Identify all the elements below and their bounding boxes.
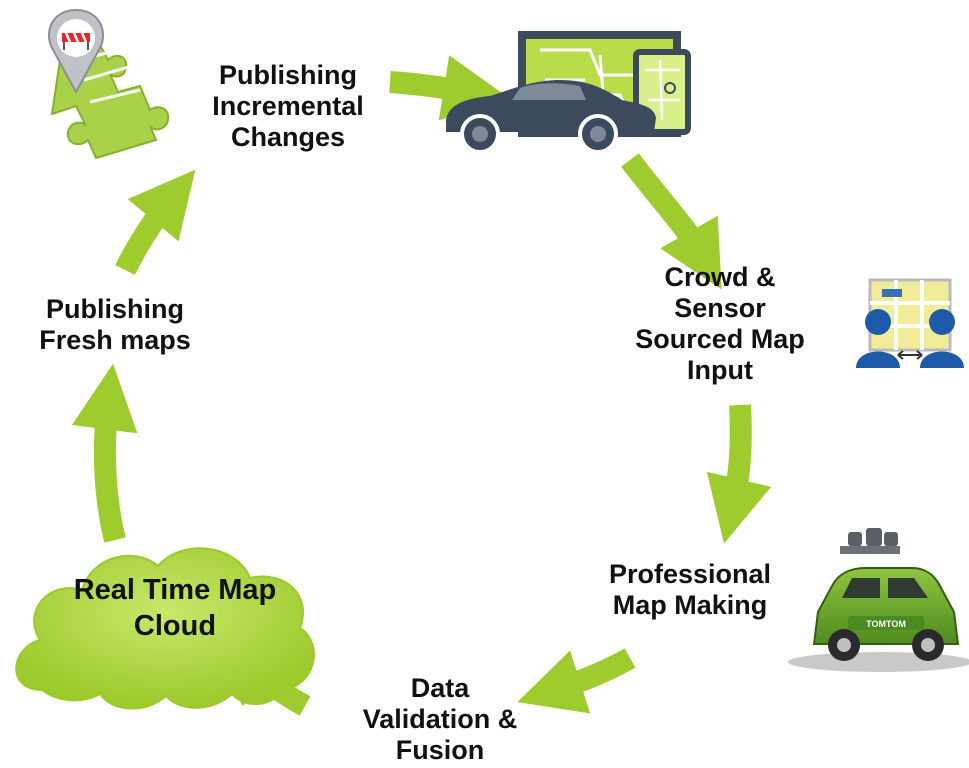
label-publishing-incremental: Publishing Incremental Changes (188, 60, 388, 153)
label-line: Data (410, 673, 470, 703)
label-line: Publishing (46, 294, 184, 324)
arrow-to-crowd (621, 153, 722, 290)
label-line: Input (687, 355, 753, 385)
label-line: Real Time Map (73, 574, 277, 606)
puzzle-map-pin-icon (48, 8, 170, 160)
cloud-icon (15, 547, 315, 710)
label-line: Fusion (395, 735, 485, 765)
survey-car-logo: TOMTOM (866, 619, 906, 629)
label-line: Fresh maps (39, 325, 191, 355)
label-line: Sourced Map (635, 324, 805, 354)
label-publishing-fresh: Publishing Fresh maps (20, 294, 210, 356)
arrow-to-data (517, 648, 636, 714)
arrow-to-professional (706, 404, 772, 544)
label-line: Validation & (362, 704, 518, 734)
cloud-label: Real Time Map Cloud (30, 572, 320, 644)
label-line: Crowd & (664, 262, 776, 292)
arrow-to-car (389, 55, 510, 121)
label-line: Incremental (212, 91, 364, 121)
label-line: Publishing (219, 60, 357, 90)
label-line: Map Making (612, 590, 768, 620)
label-crowd-sensor: Crowd & Sensor Sourced Map Input (620, 262, 820, 386)
connected-car-device-icon (446, 31, 691, 154)
label-line: Sensor (674, 293, 766, 323)
arrow-to-fresh (71, 363, 138, 543)
survey-car-icon: TOMTOM (788, 528, 969, 672)
arrow-to-incremental (115, 169, 196, 275)
label-line: Changes (230, 122, 346, 152)
label-line: Cloud (133, 610, 217, 642)
label-professional: Professional Map Making (575, 559, 805, 621)
label-line: Professional (608, 559, 772, 589)
label-data-validation: Data Validation & Fusion (340, 673, 540, 766)
users-map-exchange-icon (856, 278, 964, 368)
